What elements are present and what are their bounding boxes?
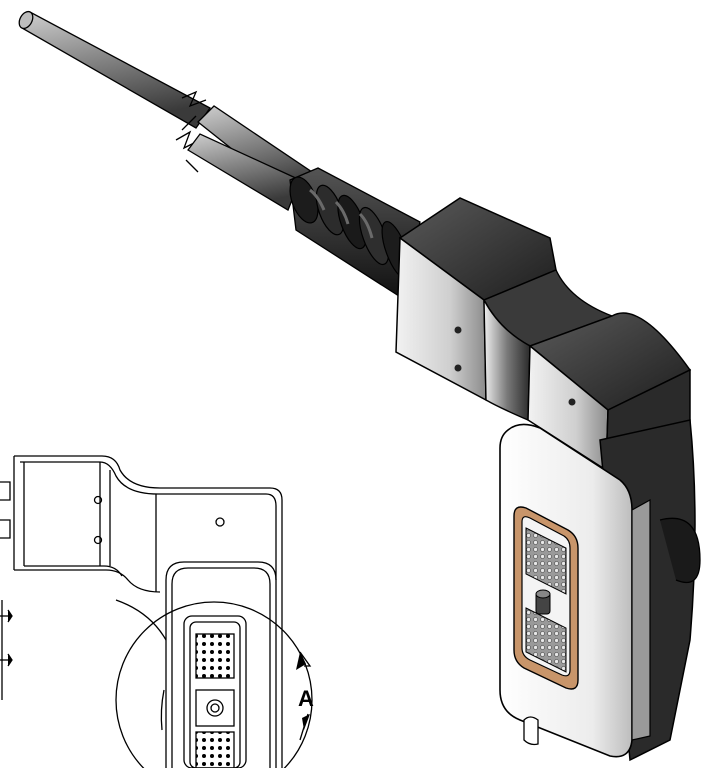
cable-upper: [18, 10, 211, 129]
pin-array-lower: [525, 607, 567, 673]
detail-label-a: A: [298, 686, 314, 711]
detail-callout-circle: [115, 601, 313, 768]
screw-hole: [568, 398, 576, 406]
front-jack-screw: [206, 699, 224, 717]
front-pin-array-lower: [195, 731, 235, 768]
section-arrow-a: A: [296, 651, 314, 741]
screw-hole: [454, 364, 462, 372]
front-pin-array-upper: [195, 633, 235, 679]
housing-rear-block: [395, 197, 557, 402]
connector-face-plate: [499, 423, 651, 758]
screw-hole: [454, 326, 462, 334]
front-view-drawing: [0, 455, 313, 768]
isometric-view: [18, 10, 701, 762]
pin-array-upper: [525, 527, 567, 595]
latch-notch: [523, 716, 539, 746]
jack-screw-icon: [535, 589, 551, 615]
